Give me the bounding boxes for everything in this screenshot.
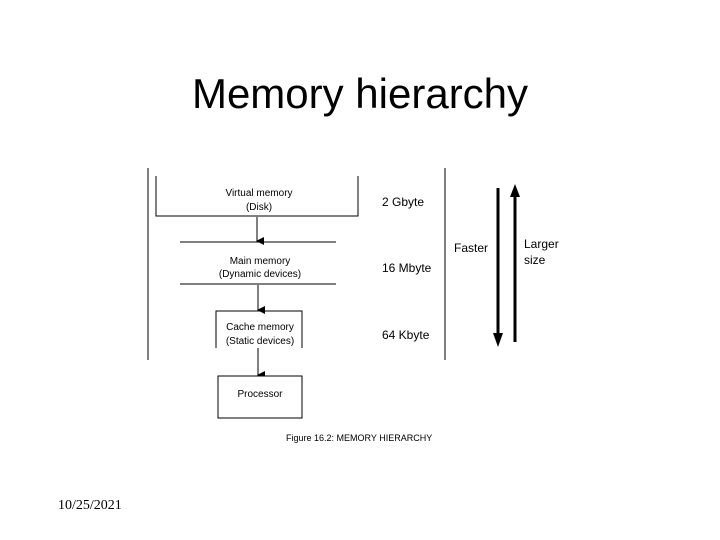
faster-label: Faster: [454, 241, 488, 255]
cache-memory-level: Cache memory (Static devices) 64 Kbyte: [215, 310, 430, 348]
virtual-memory-sublabel: (Disk): [246, 202, 272, 213]
slide-date: 10/25/2021: [58, 498, 122, 513]
cache-memory-label: Cache memory: [226, 322, 294, 333]
virtual-memory-label: Virtual memory: [225, 188, 292, 199]
slide-title: Memory hierarchy: [191, 70, 529, 117]
main-memory-size: 16 Mbyte: [382, 261, 432, 275]
processor-label: Processor: [237, 389, 283, 400]
figure-caption: Figure 16.2: MEMORY HIERARCHY: [286, 433, 432, 443]
virtual-memory-size: 2 Gbyte: [382, 195, 424, 209]
virtual-memory-level: Virtual memory (Disk) 2 Gbyte: [155, 176, 424, 217]
size-label: size: [524, 253, 546, 267]
main-memory-sublabel: (Dynamic devices): [219, 269, 301, 280]
cache-memory-size: 64 Kbyte: [382, 328, 430, 342]
main-memory-level: Main memory (Dynamic devices) 16 Mbyte: [180, 241, 432, 285]
processor-box: Processor: [217, 375, 303, 419]
larger-size-arrow: [510, 184, 520, 342]
cache-memory-sublabel: (Static devices): [226, 336, 294, 347]
main-memory-label: Main memory: [230, 256, 291, 267]
faster-arrow: [493, 188, 503, 347]
larger-label: Larger: [524, 237, 559, 251]
